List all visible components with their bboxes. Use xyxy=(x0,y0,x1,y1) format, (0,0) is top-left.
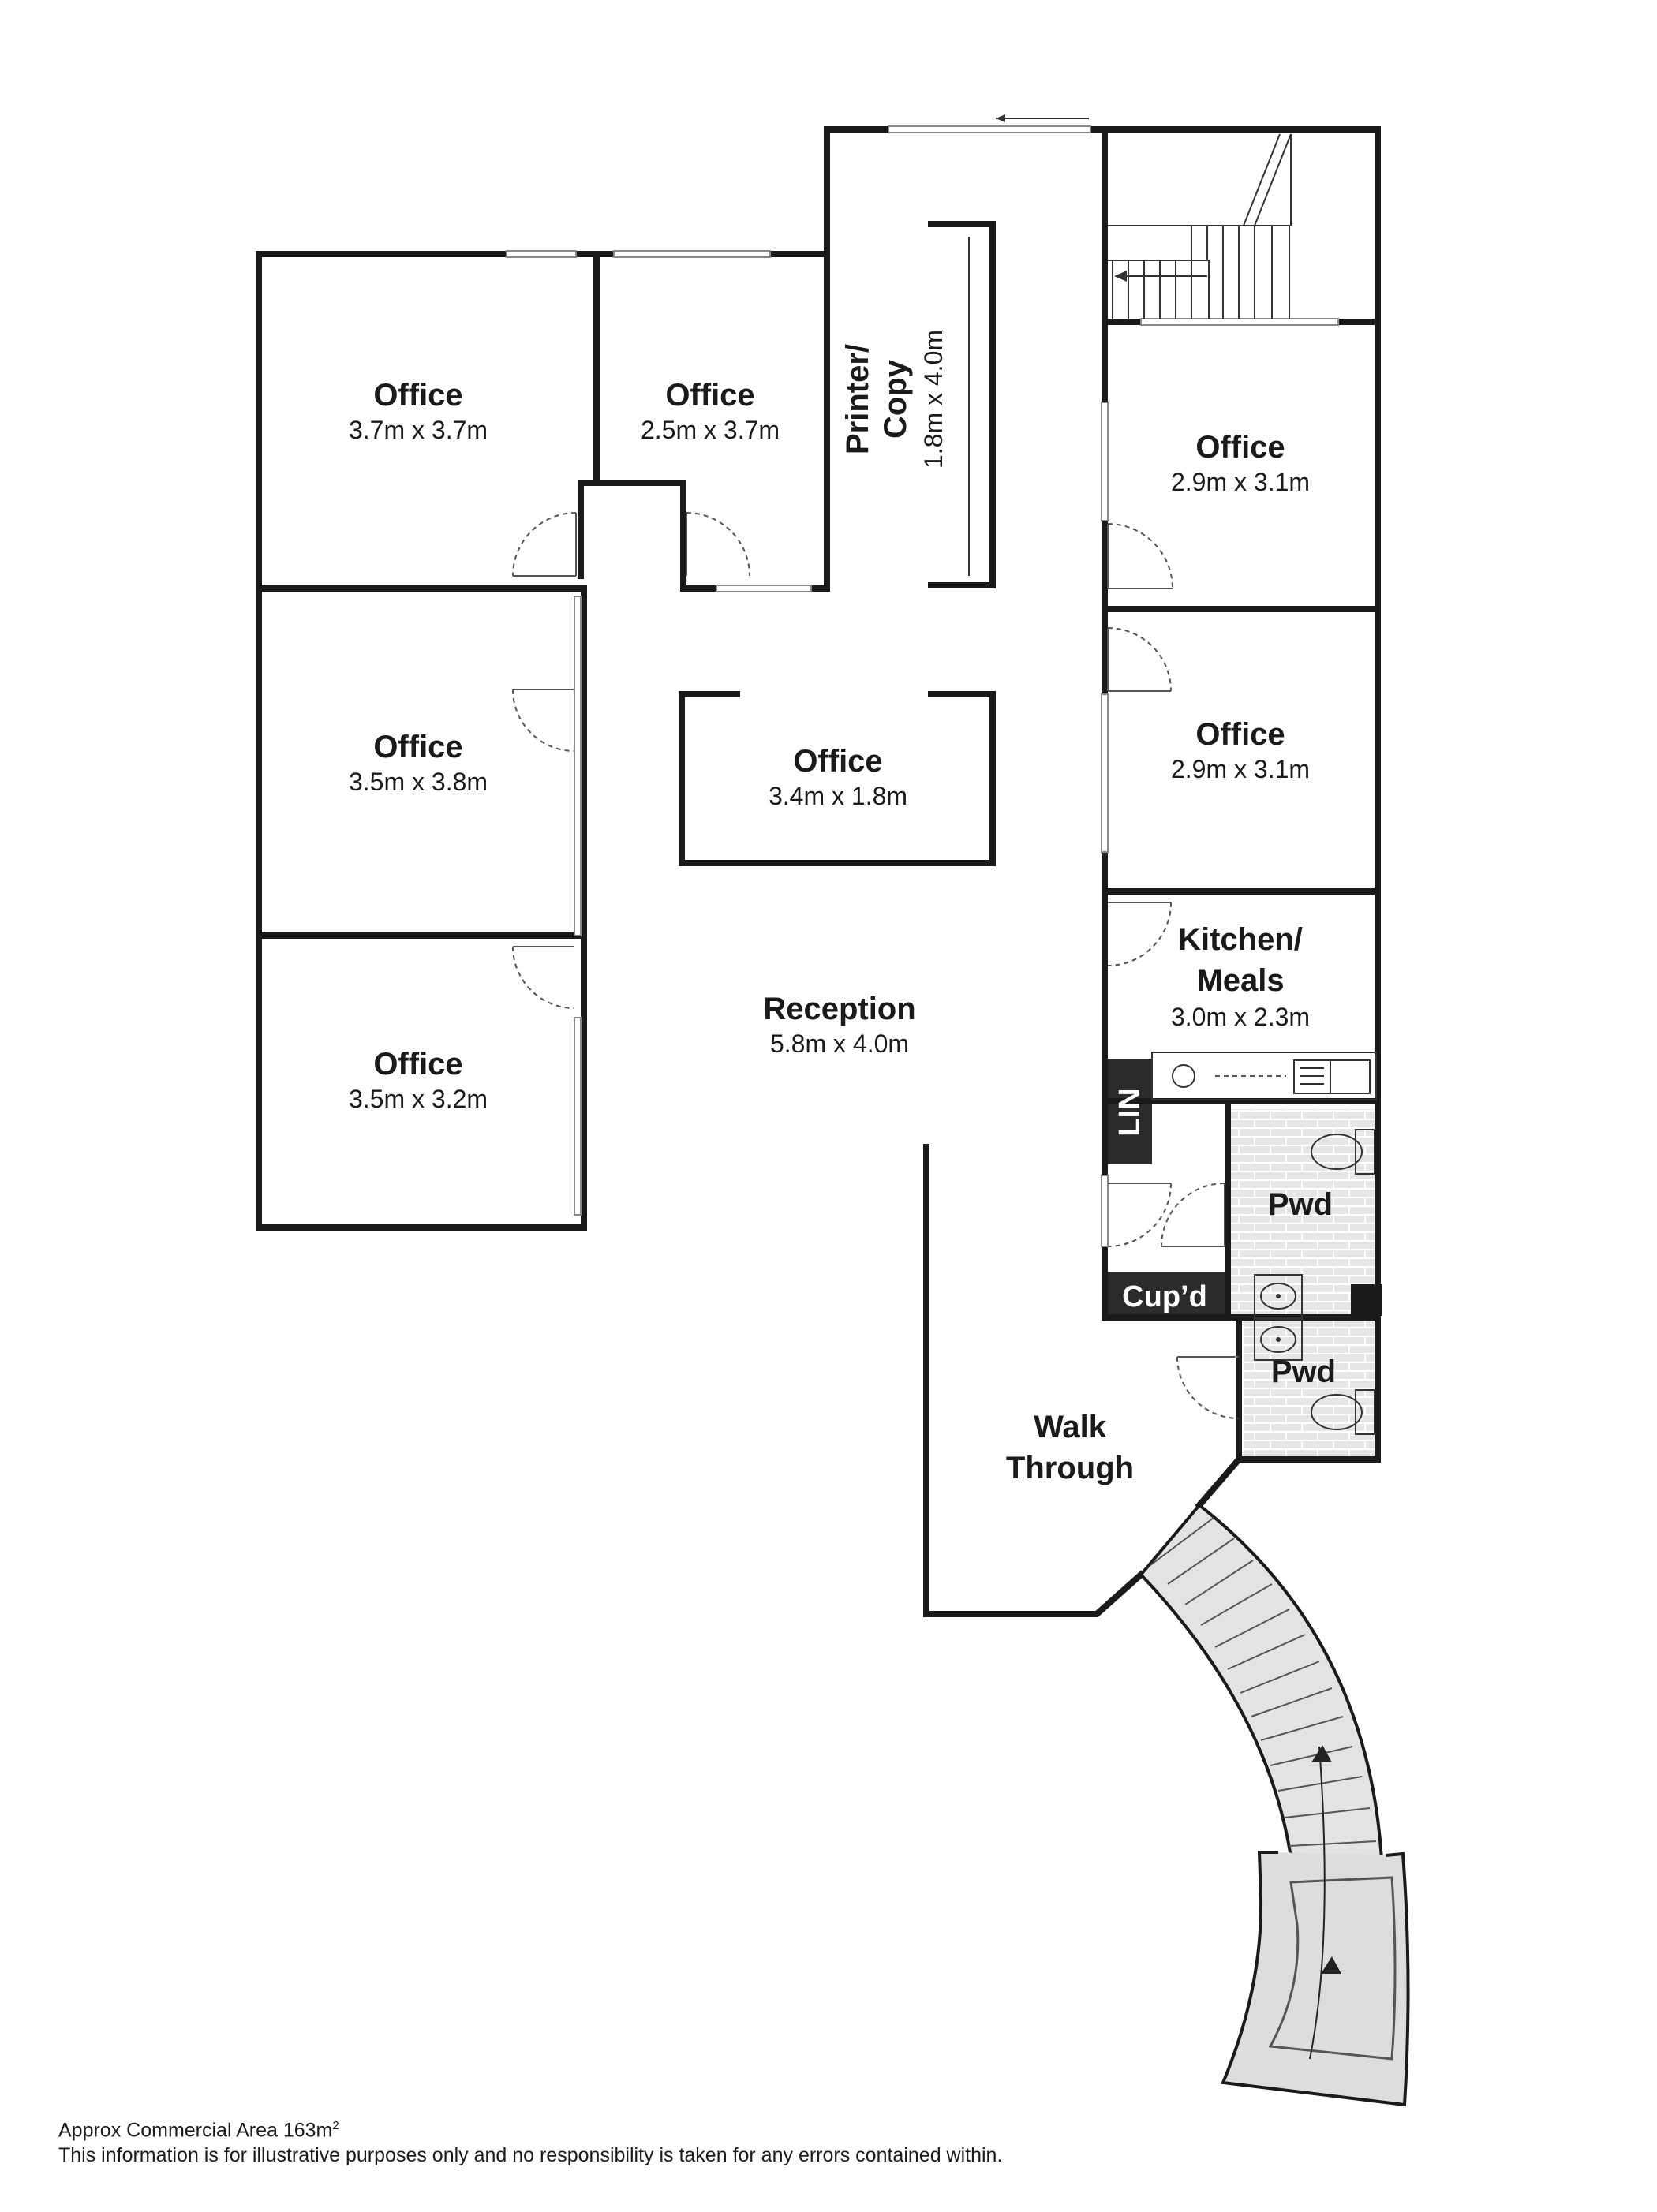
room-name-office-right-top: Office xyxy=(1195,430,1285,465)
footer-area-label: Approx Commercial Area 163m xyxy=(58,2119,333,2142)
doors xyxy=(512,512,1240,1419)
room-dims-office-top-left: 3.7m x 3.7m xyxy=(349,416,488,444)
walls xyxy=(256,126,1381,1617)
room-name-kitchen-line1: Kitchen/ xyxy=(1178,922,1303,957)
wall-walk-through xyxy=(923,1144,1146,1617)
footer-area: Approx Commercial Area 163m2 xyxy=(58,2119,339,2142)
room-name-pwd-lower: Pwd xyxy=(1271,1354,1336,1389)
room-dims-office-right-mid: 2.9m x 3.1m xyxy=(1171,755,1310,783)
sink-icon xyxy=(1293,1059,1371,1094)
internal-stairs xyxy=(1108,133,1292,319)
window-stairs-bottom xyxy=(1140,318,1339,326)
room-dims-office-left-bottom: 3.5m x 3.2m xyxy=(349,1085,488,1113)
pwd-upper-floor-tiles xyxy=(1228,1109,1379,1314)
toilet-icon xyxy=(1311,1129,1375,1175)
window-cupd xyxy=(1101,1175,1109,1247)
window-office-left-mid xyxy=(574,596,582,936)
cupd-label-box xyxy=(1105,1272,1226,1317)
sliding-arrow-head xyxy=(996,114,1005,122)
window-office-mid-bottom xyxy=(716,585,812,592)
basin-icon xyxy=(1254,1274,1303,1318)
wall-printer-counter xyxy=(928,221,996,588)
room-dims-kitchen: 3.0m x 2.3m xyxy=(1171,1003,1310,1031)
room-name-pwd-upper: Pwd xyxy=(1268,1187,1333,1222)
room-name-office-top-mid: Office xyxy=(665,378,754,413)
footer-disclaimer: This information is for illustrative pur… xyxy=(58,2144,1003,2166)
cooktop-icon xyxy=(1172,1064,1195,1088)
room-name-office-top-left: Office xyxy=(373,378,462,413)
pwd-lower-floor-tiles xyxy=(1244,1318,1376,1459)
window-office-right-top xyxy=(1101,402,1109,521)
window-office-right-mid xyxy=(1101,693,1109,853)
window-office-top-mid xyxy=(613,250,771,258)
lin-label-box xyxy=(1105,1059,1152,1164)
room-name-kitchen-line2: Meals xyxy=(1196,963,1284,998)
room-name-walk-through-line1: Walk xyxy=(1034,1410,1107,1444)
wall-walk-through-entry xyxy=(1195,1455,1244,1510)
windows xyxy=(506,114,1339,1247)
wall-corridor-nib xyxy=(578,480,686,592)
room-name-walk-through-line2: Through xyxy=(1006,1451,1134,1485)
wall-left-block xyxy=(256,251,830,1231)
footer-area-sup: 2 xyxy=(332,2119,339,2132)
room-name-office-center: Office xyxy=(793,744,882,779)
room-name-cupd: Cup’d xyxy=(1122,1280,1207,1313)
room-dims-reception: 5.8m x 4.0m xyxy=(770,1029,909,1058)
window-office-left-bottom xyxy=(574,1017,582,1216)
room-dims-office-center: 3.4m x 1.8m xyxy=(769,782,907,810)
room-dims-office-left-mid: 3.5m x 3.8m xyxy=(349,768,488,796)
wall-center-office xyxy=(679,691,996,866)
room-name-lin: LIN xyxy=(1113,1088,1146,1136)
room-name-printer-line1: Printer/ xyxy=(840,344,875,454)
room-name-office-left-mid: Office xyxy=(373,730,462,764)
room-name-reception: Reception xyxy=(763,992,915,1026)
room-dims-office-right-top: 2.9m x 3.1m xyxy=(1171,468,1310,496)
toilet-icon-lower xyxy=(1311,1389,1375,1435)
room-name-printer-line2: Copy xyxy=(878,359,913,439)
room-name-office-right-mid: Office xyxy=(1195,717,1285,752)
window-office-top-left xyxy=(506,250,577,258)
room-name-office-left-bottom: Office xyxy=(373,1047,462,1082)
room-labels: Office 3.7m x 3.7m Office 2.5m x 3.7m Pr… xyxy=(349,330,1336,1485)
room-dims-printer: 1.8m x 4.0m xyxy=(919,330,948,469)
external-stairs xyxy=(1139,1503,1410,2107)
basin-icon-lower xyxy=(1254,1318,1303,1361)
room-dims-office-top-mid: 2.5m x 3.7m xyxy=(641,416,780,444)
window-top xyxy=(888,125,1091,133)
kitchen-bench xyxy=(1151,1052,1377,1100)
